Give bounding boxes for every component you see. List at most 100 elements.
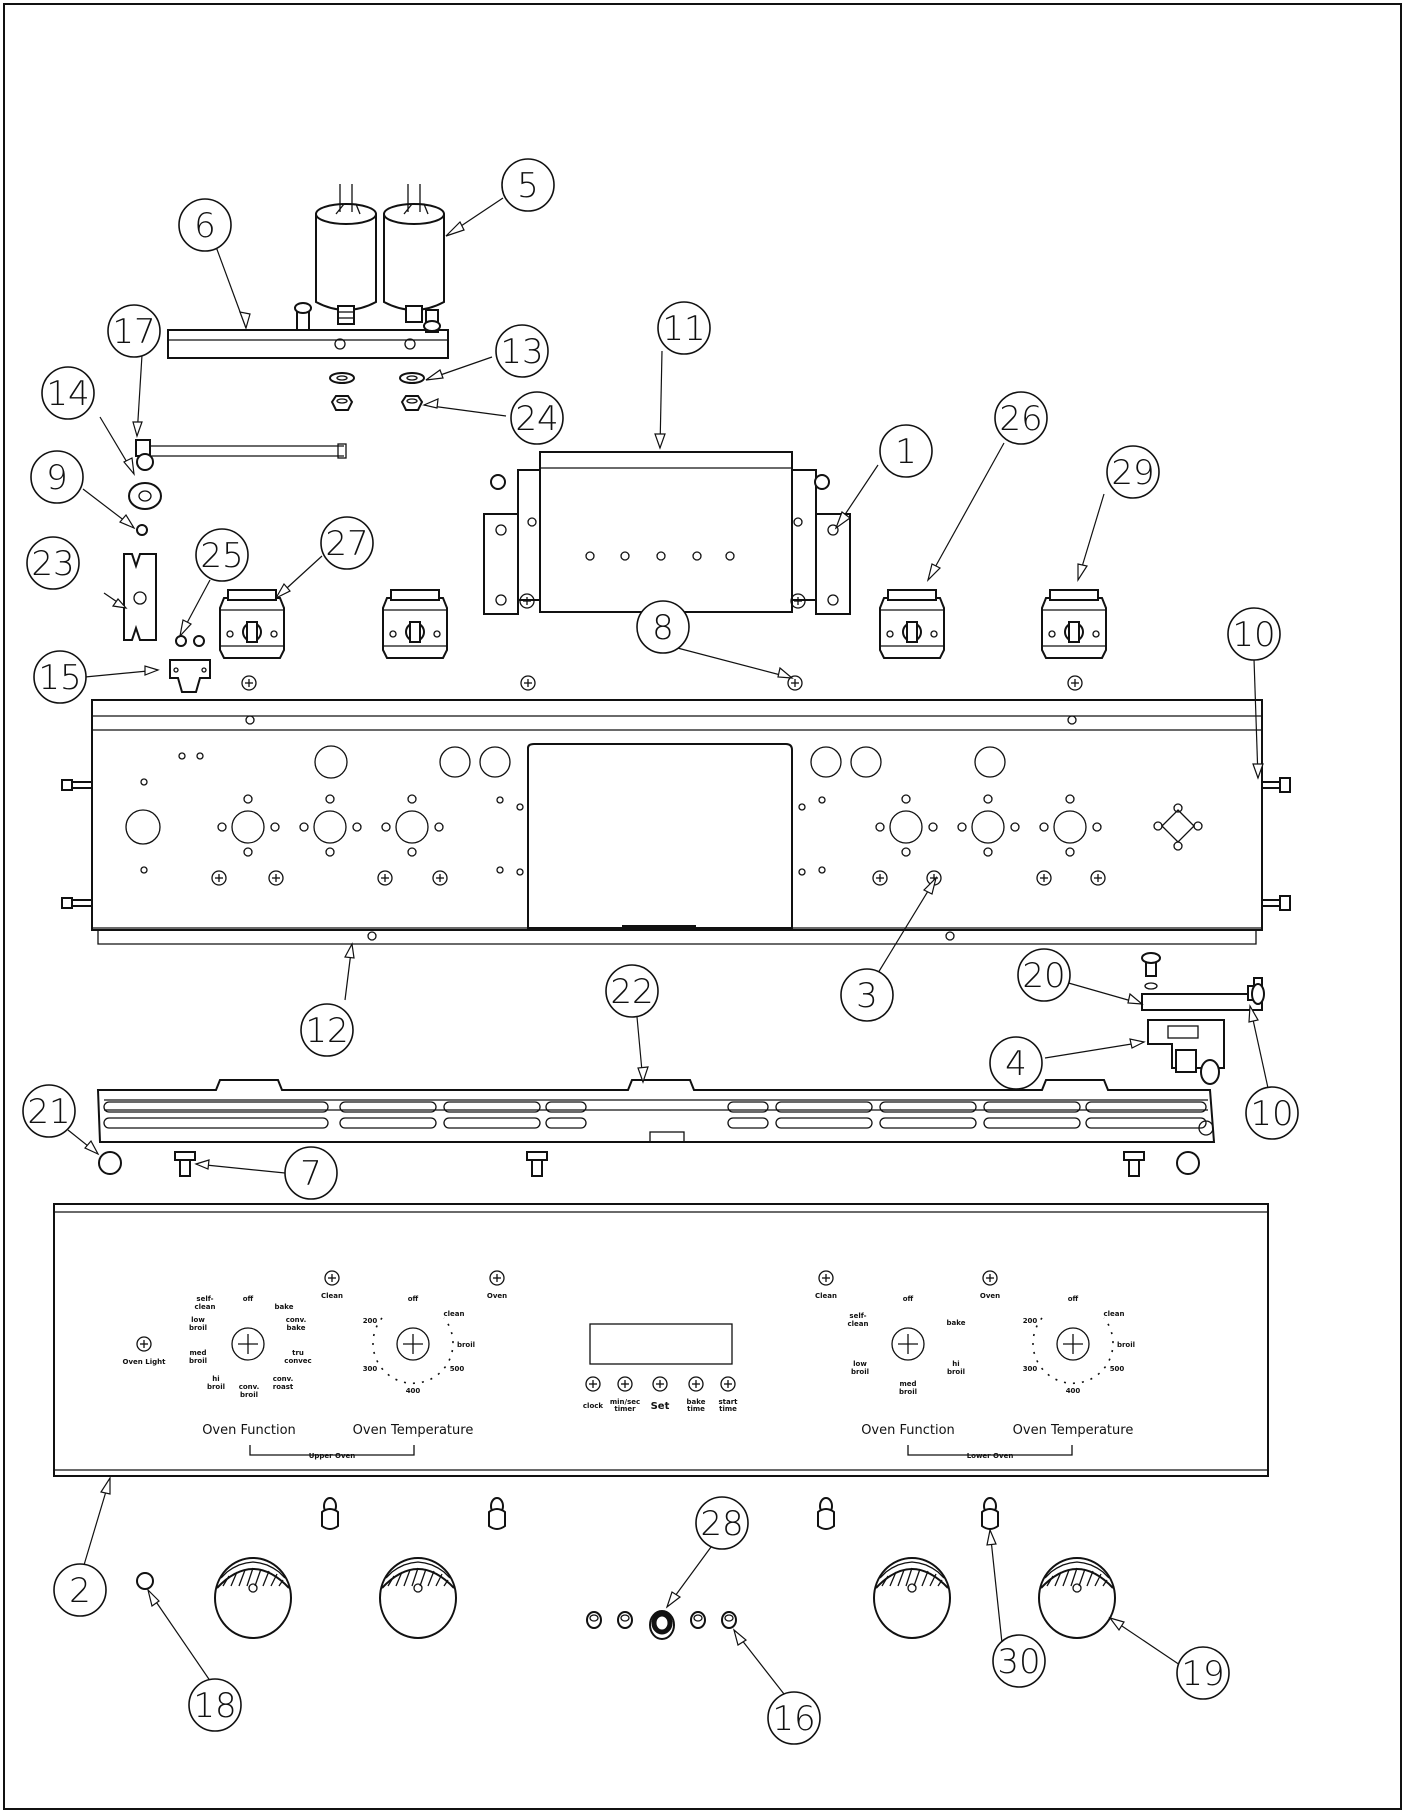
svg-text:9: 9 [46,458,68,498]
label-lower-oven: Lower Oven [967,1452,1014,1460]
svg-text:20: 20 [1022,956,1065,996]
svg-text:13: 13 [500,332,543,372]
label-lower-temp-200: 200 [1023,1317,1038,1325]
label-clock: clock [583,1402,604,1410]
svg-text:1: 1 [895,432,917,472]
clock-button-labels: clock min/sec timer Set bake time start … [583,1398,738,1413]
label-temp-off: off [408,1295,419,1303]
door-switch-assembly [1141,952,1265,1085]
label-lower-low-broil-1: low [853,1360,867,1368]
callout-3: 3 [840,968,894,1022]
svg-text:26: 26 [999,399,1042,439]
push-button-1 [586,1611,602,1629]
callout-2: 2 [53,1563,107,1617]
label-hi-broil-2: broil [207,1383,225,1391]
rotary-switch-4 [1041,589,1107,659]
svg-text:30: 30 [997,1642,1040,1682]
label-lower-temp-300: 300 [1023,1365,1038,1373]
label-temp-clean: clean [443,1310,464,1318]
label-lower-self-clean-2: clean [847,1320,868,1328]
label-min-sec-2: timer [614,1405,636,1413]
thermal-switch-assembly [123,439,347,693]
callout-27: 27 [320,516,374,570]
label-conv-bake-2: bake [287,1324,306,1332]
label-med-broil-2: broil [189,1357,207,1365]
label-lower-temp-broil: broil [1117,1341,1135,1349]
label-conv-broil-1: conv. [239,1383,260,1391]
label-lower-hi-broil-2: broil [947,1368,965,1376]
callout-8: 8 [636,600,690,654]
svg-text:11: 11 [662,309,705,349]
capacitor-assembly [167,184,449,411]
control-knob-1 [214,1557,292,1639]
label-oven-lower: Oven [980,1292,1000,1300]
push-button-2 [617,1611,633,1629]
svg-text:16: 16 [772,1699,815,1739]
control-knob-4 [1038,1557,1116,1639]
knob-post-3 [817,1497,835,1530]
callout-22: 22 [605,964,659,1018]
svg-text:15: 15 [38,658,81,698]
svg-text:17: 17 [112,312,155,352]
callout-10-bottom: 10 [1245,1086,1299,1140]
svg-text:4: 4 [1005,1044,1027,1084]
svg-text:18: 18 [193,1686,236,1726]
callout-29: 29 [1106,445,1160,499]
label-min-sec-1: min/sec [610,1398,640,1406]
label-low-broil-2: broil [189,1324,207,1332]
label-lower-oven-temperature: Oven Temperature [1013,1423,1134,1438]
lower-function-dial [891,1327,925,1361]
label-conv-broil-2: broil [240,1391,258,1399]
label-lower-bake: bake [947,1319,966,1327]
label-temp-400: 400 [406,1387,421,1395]
label-lower-oven-function: Oven Function [861,1423,955,1438]
label-tru-convec-1: tru [292,1349,304,1357]
rotary-switch-3 [879,589,945,659]
callout-7: 7 [284,1146,338,1200]
svg-text:19: 19 [1181,1654,1224,1694]
svg-text:23: 23 [31,544,74,584]
callout-23: 23 [26,536,80,590]
label-self-clean-1: self- [196,1295,213,1303]
callout-9: 9 [30,450,84,504]
label-self-clean-2: clean [194,1303,215,1311]
callout-26: 26 [994,391,1048,445]
svg-text:10: 10 [1250,1094,1293,1134]
light-button-cap [136,1572,154,1590]
label-bake: bake [275,1303,294,1311]
label-temp-300: 300 [363,1365,378,1373]
label-oven-light: Oven Light [123,1358,167,1366]
callout-1: 1 [879,424,933,478]
svg-text:5: 5 [517,166,539,206]
callout-6: 6 [178,198,232,252]
svg-text:7: 7 [300,1154,322,1194]
rear-panel [61,699,1291,945]
knob-post-4 [981,1497,999,1530]
callout-13: 13 [495,324,549,378]
svg-text:29: 29 [1111,453,1154,493]
callout-12: 12 [300,1003,354,1057]
rotary-switch-2 [382,589,448,659]
svg-text:21: 21 [27,1092,70,1132]
lower-temperature-dial [1032,1317,1114,1384]
label-hi-broil-1: hi [212,1375,219,1383]
callout-30: 30 [992,1634,1046,1688]
label-lower-off: off [903,1295,914,1303]
callout-4: 4 [989,1036,1043,1090]
push-button-5 [721,1611,737,1629]
label-upper-oven-function: Oven Function [202,1423,296,1438]
label-med-broil-1: med [189,1349,206,1357]
callout-11: 11 [657,301,711,355]
callout-10-top: 10 [1227,607,1281,661]
label-set: Set [651,1401,670,1412]
svg-text:12: 12 [305,1011,348,1051]
control-panel-frame [96,1079,1216,1177]
display-bracket [483,451,851,615]
label-lower-temp-500: 500 [1110,1365,1125,1373]
leader-lines [67,197,1269,1695]
lower-temperature-labels: off clean 200 broil 300 500 400 Oven Tem… [1013,1295,1135,1438]
lower-function-labels: self- clean off bake low broil hi broil … [847,1295,965,1438]
callout-20: 20 [1017,948,1071,1002]
label-start-time-2: time [719,1405,737,1413]
